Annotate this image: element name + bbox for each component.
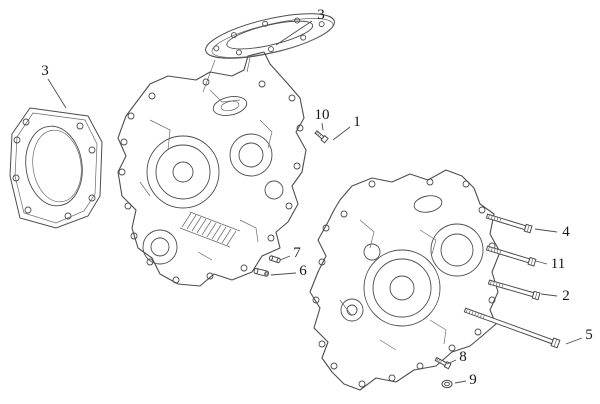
- leader-line-4: [534, 228, 558, 233]
- nut-9: [441, 379, 453, 389]
- bolt-2: [487, 279, 541, 301]
- leader-line-7: [279, 255, 291, 261]
- callout-label-10[interactable]: 10: [315, 107, 330, 123]
- leader-line-6: [270, 272, 297, 276]
- leader-line-11: [535, 260, 548, 265]
- callout-label-5[interactable]: 5: [585, 327, 593, 343]
- leader-line-1: [332, 126, 351, 141]
- leader-line-8: [446, 359, 457, 365]
- small-bolt-10: [314, 130, 329, 144]
- callout-label-7[interactable]: 7: [293, 245, 301, 261]
- callout-label-1[interactable]: 1: [353, 114, 361, 130]
- dowel-pin-7: [268, 255, 281, 264]
- bolt-5: [463, 307, 561, 349]
- spring-hatch: [179, 211, 241, 248]
- callout-label-3-left[interactable]: 3: [41, 63, 49, 79]
- crankcase-half-right: [309, 169, 501, 391]
- callout-label-6[interactable]: 6: [299, 263, 307, 279]
- bolt-11: [485, 245, 537, 267]
- bolt-4: [485, 213, 533, 234]
- leader-line-10: [321, 122, 324, 131]
- crankcase-half-left: [117, 51, 307, 287]
- callout-label-8[interactable]: 8: [459, 349, 467, 365]
- callouts-layer: 3 3 10 1 4 11 2 5 7 6 89: [41, 7, 593, 388]
- callout-label-4[interactable]: 4: [562, 224, 570, 240]
- leader-line-3-top: [275, 20, 313, 46]
- alignment-lines: [202, 57, 251, 93]
- callout-label-9[interactable]: 9: [469, 372, 477, 388]
- small-bolt-8: [434, 356, 452, 370]
- callout-label-11[interactable]: 11: [551, 256, 565, 272]
- cylinder-base-gasket: [9, 107, 103, 229]
- leader-line-2: [540, 293, 558, 297]
- callout-label-3-top[interactable]: 3: [317, 7, 325, 23]
- bushing-6: [253, 267, 270, 277]
- leader-line-5: [565, 337, 583, 345]
- leader-line-3-left: [47, 78, 67, 109]
- leader-line-9: [454, 380, 467, 384]
- callout-label-2[interactable]: 2: [562, 288, 570, 304]
- flat-gasket-plate: [205, 13, 335, 59]
